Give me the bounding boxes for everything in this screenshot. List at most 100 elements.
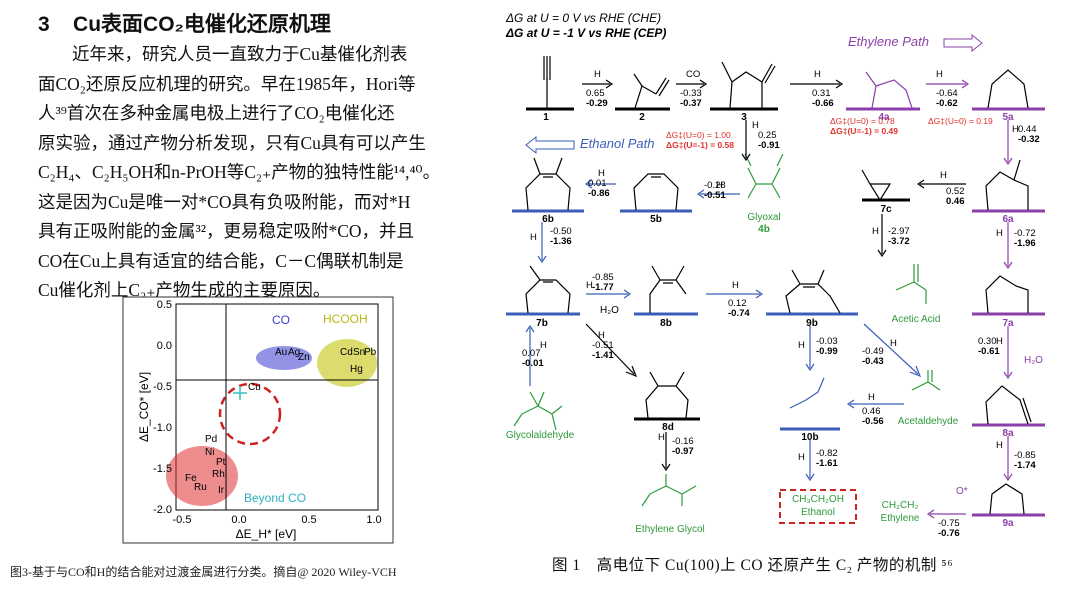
step-acetaldehyde-10b: H0.46-0.56 <box>862 392 884 427</box>
svg-text:-0.86: -0.86 <box>588 188 610 199</box>
svg-text:0.31: 0.31 <box>812 88 831 99</box>
svg-text:-0.56: -0.56 <box>862 416 884 427</box>
metal-label: Au <box>275 347 287 358</box>
label-1: 1 <box>543 112 549 123</box>
svg-text:H: H <box>996 440 1003 451</box>
ethanol-highlight-box <box>779 489 857 524</box>
svg-text:-0.50: -0.50 <box>550 226 572 237</box>
mol-4a <box>865 71 913 109</box>
label-10b: 10b <box>801 432 818 443</box>
metal-label: Cd <box>340 347 353 358</box>
svg-text:H: H <box>530 232 537 243</box>
fig1-mechanism-scheme: ΔG at U = 0 V vs RHE (CHE) ΔG at U = -1 … <box>505 11 1045 539</box>
mol-glyoxal <box>744 153 784 199</box>
step-3-4a: H0.31-0.66 <box>812 69 834 109</box>
mol-acetaldehyde <box>911 370 941 391</box>
arrow-9b-acetaldehyde <box>863 323 919 375</box>
svg-text:-1.74: -1.74 <box>1014 460 1036 471</box>
svg-text:-2.97: -2.97 <box>888 226 910 237</box>
svg-text:-0.61: -0.61 <box>978 346 1000 357</box>
svg-text:H: H <box>868 392 875 403</box>
body-line: 人³⁹首次在多种金属电极上进行了CO₂电催化还 <box>38 103 395 123</box>
body-line: Cu催化剂上C₂₊产物生成的主要原因。 <box>38 280 331 300</box>
svg-text:-1.61: -1.61 <box>816 458 838 469</box>
metal-label: Pb <box>364 347 377 358</box>
label-9a: 9a <box>1002 518 1014 529</box>
svg-text:-0.91: -0.91 <box>758 140 780 151</box>
metal-label: Rh <box>212 469 225 480</box>
body-paragraph: 近年来，研究人员一直致力于Cu基催化剂表 面CO₂还原反应机理的研究。早在198… <box>38 40 478 306</box>
fig3-binding-energy-plot: 0.5 0.0 -0.5 -1.0 -1.5 -2.0 -0.5 0.0 0.5… <box>122 296 394 544</box>
water-2: H₂O <box>1024 355 1043 366</box>
svg-text:-0.49: -0.49 <box>862 346 884 357</box>
svg-text:-0.51: -0.51 <box>592 340 614 351</box>
label-9b: 9b <box>806 318 818 329</box>
metal-label: Pd <box>205 434 217 445</box>
label-5a: 5a <box>1002 112 1014 123</box>
label-7b: 7b <box>536 318 548 329</box>
svg-text:0.07: 0.07 <box>522 348 541 359</box>
metal-label: Cu <box>248 382 261 393</box>
svg-text:-0.43: -0.43 <box>862 356 884 367</box>
svg-text:H: H <box>732 280 739 291</box>
formula-ethanol: CH₃CH₂OH <box>792 494 844 505</box>
step-energy-labels: H0.65-0.29 CO-0.33-0.37 H0.31-0.66 H-0.6… <box>522 69 1040 539</box>
svg-text:H: H <box>872 226 879 237</box>
body-line: CO在Cu上具有适宜的结合能，C－C偶联机制是 <box>38 250 404 271</box>
name-acetaldehyde: Acetaldehyde <box>898 416 959 427</box>
step-3-4b: H0.25-0.91 <box>752 120 780 151</box>
name-acetic-acid: Acetic Acid <box>892 314 941 325</box>
metal-label: Ni <box>205 447 214 458</box>
step-6a-7a: H-0.72-1.96 <box>996 228 1036 249</box>
cu-highlight-circle <box>218 382 282 446</box>
step-10b-ethanol: H-0.82-1.61 <box>798 448 838 469</box>
svg-text:H: H <box>996 228 1003 239</box>
svg-text:0.46: 0.46 <box>946 196 965 207</box>
ethanol-path-arrow <box>525 135 575 155</box>
metal-label: Zn <box>298 352 310 363</box>
svg-text:0.12: 0.12 <box>728 298 747 309</box>
svg-text:-0.29: -0.29 <box>586 98 608 109</box>
svg-text:-0.97: -0.97 <box>672 446 694 457</box>
svg-text:H: H <box>586 280 593 291</box>
mol-8b <box>649 265 687 313</box>
svg-text:-0.99: -0.99 <box>816 346 838 357</box>
svg-text:H: H <box>594 69 601 80</box>
x-tick: 0.5 <box>301 514 316 526</box>
body-line: 近年来，研究人员一直致力于Cu基催化剂表 <box>72 44 408 64</box>
label-8d: 8d <box>662 422 674 433</box>
name-ethanol: Ethanol <box>801 507 835 518</box>
svg-text:-0.33: -0.33 <box>680 88 702 99</box>
step-6a-7c: H0.520.46 <box>940 170 965 207</box>
svg-text:-1.36: -1.36 <box>550 236 572 247</box>
hcooh-region <box>317 339 377 387</box>
svg-text:H: H <box>798 452 805 463</box>
mol-6b <box>525 157 571 211</box>
step-4b-5b: H-0.28-0.51 <box>704 180 726 201</box>
x-tick: -0.5 <box>173 514 192 526</box>
fig3-caption: 图3-基于与CO和H的结合能对过渡金属进行分类。摘自@ 2020 Wiley-V… <box>10 565 397 579</box>
section-title: Cu表面CO₂电催化还原机理 <box>73 13 331 36</box>
svg-text:-0.85: -0.85 <box>1014 450 1036 461</box>
body-line: 面CO₂还原反应机理的研究。早在1985年，Hori等 <box>38 73 416 94</box>
mol-ethylene-glycol <box>641 474 697 507</box>
y-tick: -1.0 <box>153 422 172 434</box>
svg-text:-0.01: -0.01 <box>522 358 544 369</box>
ethylene-path-arrow <box>943 33 983 53</box>
arrow-7b-8d <box>585 323 635 375</box>
co-region <box>256 346 312 370</box>
label-6b: 6b <box>542 214 554 225</box>
label-3: 3 <box>741 112 747 123</box>
beyond-co-region-label: Beyond CO <box>244 491 306 505</box>
svg-text:H: H <box>814 69 821 80</box>
step-8d-eg: H-0.16-0.97 <box>658 432 694 457</box>
legend-cep: ΔG at U = -1 V vs RHE (CEP) <box>505 26 666 40</box>
note-5a-che: ΔG‡(U=0) = 0.19 <box>928 116 993 126</box>
mol-8d <box>645 371 689 419</box>
water-1: H₂O <box>600 305 619 316</box>
svg-text:-0.03: -0.03 <box>816 336 838 347</box>
mol-9a <box>989 483 1025 515</box>
svg-text:CO: CO <box>686 69 700 80</box>
x-tick: 1.0 <box>366 514 381 526</box>
svg-text:0.30: 0.30 <box>978 336 997 347</box>
